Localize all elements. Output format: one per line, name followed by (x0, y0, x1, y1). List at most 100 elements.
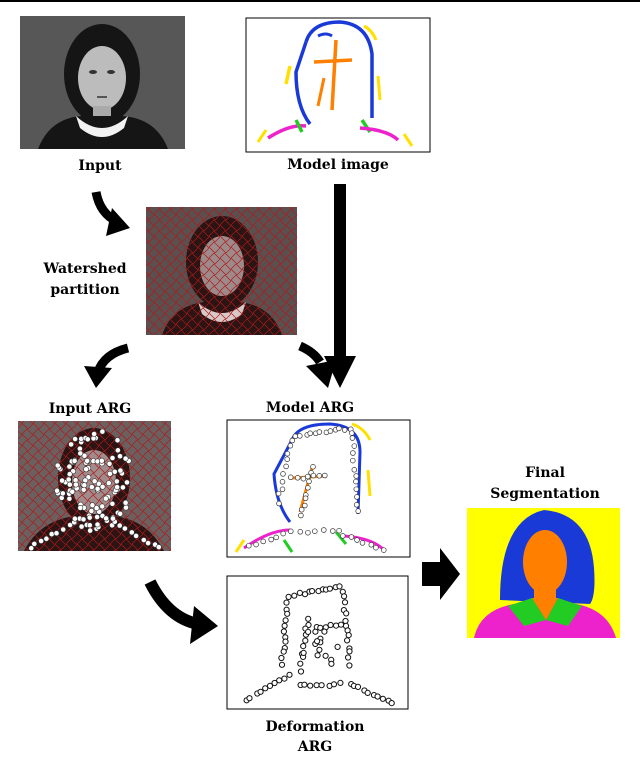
graph-node (103, 515, 109, 522)
graph-node (31, 541, 38, 547)
graph-node (122, 499, 129, 506)
graph-node (294, 475, 301, 481)
graph-node (117, 453, 123, 460)
graph-node (283, 463, 289, 470)
graph-node (117, 467, 124, 474)
graph-node (297, 668, 305, 675)
graph-node (80, 516, 87, 523)
graph-node (99, 483, 106, 490)
graph-node (105, 480, 112, 486)
graph-node (78, 523, 85, 530)
graph-node (309, 588, 316, 595)
graph-node (330, 528, 336, 534)
graph-node (353, 502, 360, 508)
graph-node (83, 466, 89, 473)
graph-node (94, 521, 101, 528)
graph-node (388, 700, 395, 707)
label-input: Input (78, 158, 122, 174)
graph-node (53, 530, 60, 537)
graph-node (94, 514, 100, 520)
graph-node (117, 510, 124, 517)
graph-node (351, 467, 358, 473)
graph-node (297, 660, 304, 667)
graph-node (344, 637, 351, 644)
graph-node (280, 648, 287, 655)
graph-node (287, 442, 294, 449)
graph-node (355, 508, 361, 514)
graph-node (306, 478, 312, 485)
graph-node (291, 592, 298, 599)
graph-node (120, 484, 126, 491)
graph-node (312, 628, 319, 635)
graph-node (111, 468, 118, 475)
graph-node (260, 538, 266, 545)
graph-node (310, 464, 316, 470)
graph-node (305, 485, 311, 491)
graph-node (128, 529, 135, 536)
graph-node (353, 478, 359, 485)
graph-node (298, 506, 305, 513)
graph-node (87, 527, 93, 534)
graph-node (310, 472, 317, 479)
graph-node (253, 541, 259, 548)
graph-node (109, 500, 116, 507)
graph-node (289, 437, 296, 444)
graph-node (337, 621, 345, 628)
graph-node (302, 502, 308, 509)
graph-node (276, 677, 283, 684)
graph-node (305, 473, 311, 480)
graph-node (330, 681, 338, 688)
graph-node (246, 695, 253, 702)
graph-node (66, 471, 73, 477)
graph-node (374, 693, 381, 700)
arrow-watershed-to-model-arg (298, 341, 336, 388)
graph-node (54, 462, 61, 469)
graph-node (280, 530, 286, 537)
arrow-to-final (422, 548, 460, 600)
graph-node (286, 671, 293, 678)
graph-node (305, 529, 311, 536)
graph-node (341, 427, 348, 433)
graph-node (300, 649, 307, 657)
graph-node (71, 457, 78, 464)
input-arg-image (18, 421, 171, 552)
graph-node (82, 477, 89, 484)
graph-node (322, 472, 328, 479)
input-photo (20, 16, 185, 149)
graph-node (301, 681, 308, 688)
graph-node (314, 638, 321, 645)
graph-node (145, 540, 151, 546)
graph-node (287, 474, 294, 481)
graph-node (81, 482, 88, 489)
graph-node (316, 473, 323, 479)
graph-node (296, 589, 303, 597)
graph-node (302, 495, 309, 502)
graph-node (246, 542, 252, 549)
graph-node (301, 591, 309, 598)
graph-node (312, 528, 318, 534)
graph-node (84, 436, 91, 443)
graph-node (334, 643, 341, 651)
graph-node (321, 527, 327, 533)
graph-node (282, 617, 289, 624)
arrow-input-arg-to-deformation (144, 579, 218, 644)
graph-node (98, 457, 105, 464)
graph-node (124, 479, 130, 486)
label-deformation-line2: ARG (297, 739, 333, 755)
graph-node (381, 547, 387, 553)
graph-node (300, 475, 307, 482)
graph-node (341, 599, 349, 606)
graph-node (268, 536, 274, 543)
graph-node (86, 514, 93, 521)
graph-node (271, 679, 278, 687)
graph-node (69, 488, 76, 495)
graph-node (114, 437, 121, 444)
graph-node (284, 456, 290, 462)
graph-node (322, 652, 329, 659)
graph-node (327, 621, 334, 629)
graph-node (300, 643, 307, 650)
graph-node (140, 537, 147, 543)
graph-node (354, 537, 360, 543)
graph-node (349, 430, 355, 436)
graph-node (109, 455, 116, 461)
